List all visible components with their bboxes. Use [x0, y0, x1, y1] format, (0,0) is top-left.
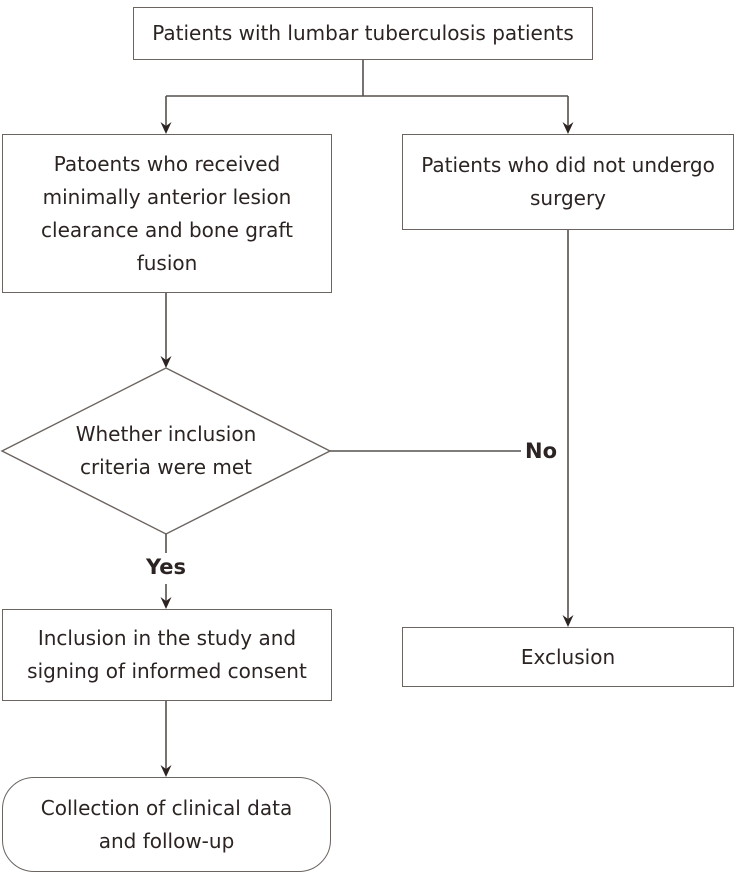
- node-inclusion-consent: Inclusion in the study and signing of in…: [2, 609, 332, 701]
- node-received-surgery: Patoents who received minimally anterior…: [2, 134, 332, 293]
- node-lumbar-tb-patients-label: Patients with lumbar tuberculosis patien…: [152, 21, 574, 45]
- node-no-surgery-label: Patients who did not undergo surgery: [421, 153, 715, 210]
- node-data-collection-followup: Collection of clinical data and follow-u…: [2, 777, 331, 872]
- arrowhead-decision: [160, 356, 172, 368]
- node-exclusion-label: Exclusion: [520, 644, 616, 669]
- edge-label-no: No: [525, 439, 558, 463]
- node-exclusion: Exclusion: [402, 627, 734, 687]
- node-decision-inclusion-criteria: Whether inclusion criteria were met: [46, 405, 286, 497]
- node-received-surgery-label: Patoents who received minimally anterior…: [41, 151, 293, 275]
- node-inclusion-consent-label: Inclusion in the study and signing of in…: [27, 626, 307, 683]
- node-decision-label: Whether inclusion criteria were met: [75, 422, 257, 479]
- arrowhead-inclusion: [160, 597, 172, 609]
- edge-label-yes: Yes: [145, 555, 187, 579]
- node-data-collection-followup-label: Collection of clinical data and follow-u…: [40, 795, 293, 853]
- node-no-surgery: Patients who did not undergo surgery: [402, 134, 734, 230]
- arrowhead-right-box: [562, 122, 574, 134]
- arrowhead-left-box: [160, 122, 172, 134]
- arrowhead-collection: [160, 765, 172, 777]
- node-lumbar-tb-patients: Patients with lumbar tuberculosis patien…: [133, 7, 593, 60]
- arrowhead-exclusion: [562, 615, 574, 627]
